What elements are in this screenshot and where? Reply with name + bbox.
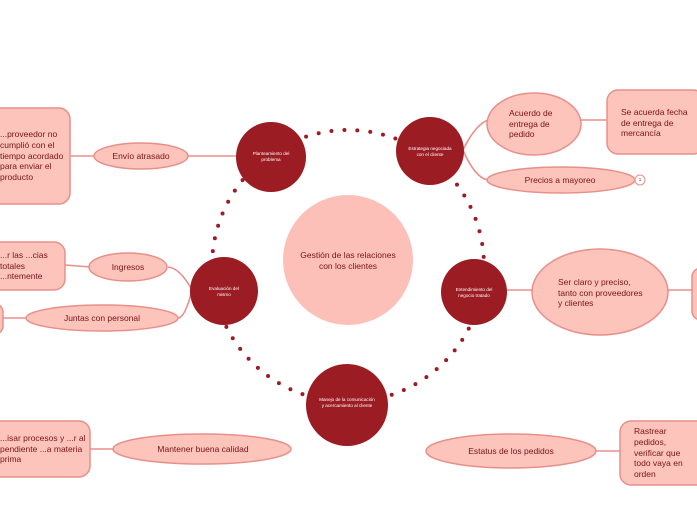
topic-envio-shape[interactable] xyxy=(93,142,189,170)
detail-proveedor-label: ...proveedor no cumplió con el tiempo ac… xyxy=(0,129,64,182)
topic-acuerdo-label: Acuerdo de entrega de pedido xyxy=(509,108,553,140)
hub-estrategia-label: Estrategia negociada con el cliente xyxy=(408,146,452,157)
detail-proveedor-shape[interactable] xyxy=(0,107,71,205)
hub-evaluacion[interactable] xyxy=(190,257,258,325)
hub-manejo-label: Manejo de la comunicación y acercamiento… xyxy=(319,397,375,408)
connector-lines xyxy=(0,119,692,452)
detail-claro-shape[interactable] xyxy=(691,268,697,320)
topic-acuerdo-shape[interactable] xyxy=(486,92,582,156)
topic-juntas-shape[interactable] xyxy=(25,304,179,332)
line-estrategia-precios xyxy=(462,149,489,181)
hub-manejo[interactable] xyxy=(306,364,388,446)
detail-juntas-shape[interactable] xyxy=(0,304,4,334)
detail-fecha-label: Se acuerda fecha de entrega de mercancía xyxy=(621,107,688,139)
topic-calidad-label: Mantener buena calidad xyxy=(157,443,249,454)
detail-rastrear-shape[interactable] xyxy=(619,420,697,486)
hub-planteamiento[interactable] xyxy=(236,122,306,192)
topic-claro-label: Ser claro y preciso, tanto con proveedor… xyxy=(558,277,643,309)
precios-count-text: 1 xyxy=(638,177,642,183)
precios-count-badge[interactable] xyxy=(634,174,646,186)
topic-juntas-label: Juntas con personal xyxy=(63,312,141,323)
hub-entendimiento-label: Entendimiento del negocio tratado xyxy=(455,287,493,298)
hub-planteamiento-label: Planteamiento del problema xyxy=(252,151,290,162)
topic-precios-label: Precios a mayoreo xyxy=(524,174,596,185)
detail-rastrear-label: Rastrear pedidos, verificar que todo vay… xyxy=(634,426,683,479)
central-topic-label: Gestión de las relaciones con los client… xyxy=(300,250,396,271)
topic-ingresos-shape[interactable] xyxy=(88,252,168,282)
detail-revisar-shape[interactable] xyxy=(0,420,91,478)
hub-evaluacion-label: Evaluación del mismo xyxy=(209,286,239,297)
line-ingresos-ganancias xyxy=(64,264,91,268)
topic-calidad-shape[interactable] xyxy=(112,433,292,465)
hub-estrategia[interactable] xyxy=(396,117,464,185)
detail-ganancias-label: ...r las ...cias totales ...ntemente xyxy=(0,250,48,282)
detail-fecha-shape[interactable] xyxy=(606,89,697,155)
line-evaluacion-juntas xyxy=(177,289,193,319)
line-evaluacion-ingresos xyxy=(167,266,193,291)
topic-claro-shape[interactable] xyxy=(531,248,669,336)
detail-ganancias-shape[interactable] xyxy=(0,241,66,291)
detail-revisar-label: ...isar procesos y ...r al pendiente ...… xyxy=(0,433,86,465)
topic-envio-label: Envío atrasado xyxy=(112,150,170,161)
hub-entendimiento[interactable] xyxy=(441,259,507,325)
topic-estatus-shape[interactable] xyxy=(425,433,597,469)
line-estrategia-acuerdo xyxy=(462,119,489,151)
topic-estatus-label: Estatus de los pedidos xyxy=(468,445,554,456)
central-topic-bubble[interactable] xyxy=(283,195,413,325)
topic-ingresos-label: Ingresos xyxy=(111,261,145,272)
